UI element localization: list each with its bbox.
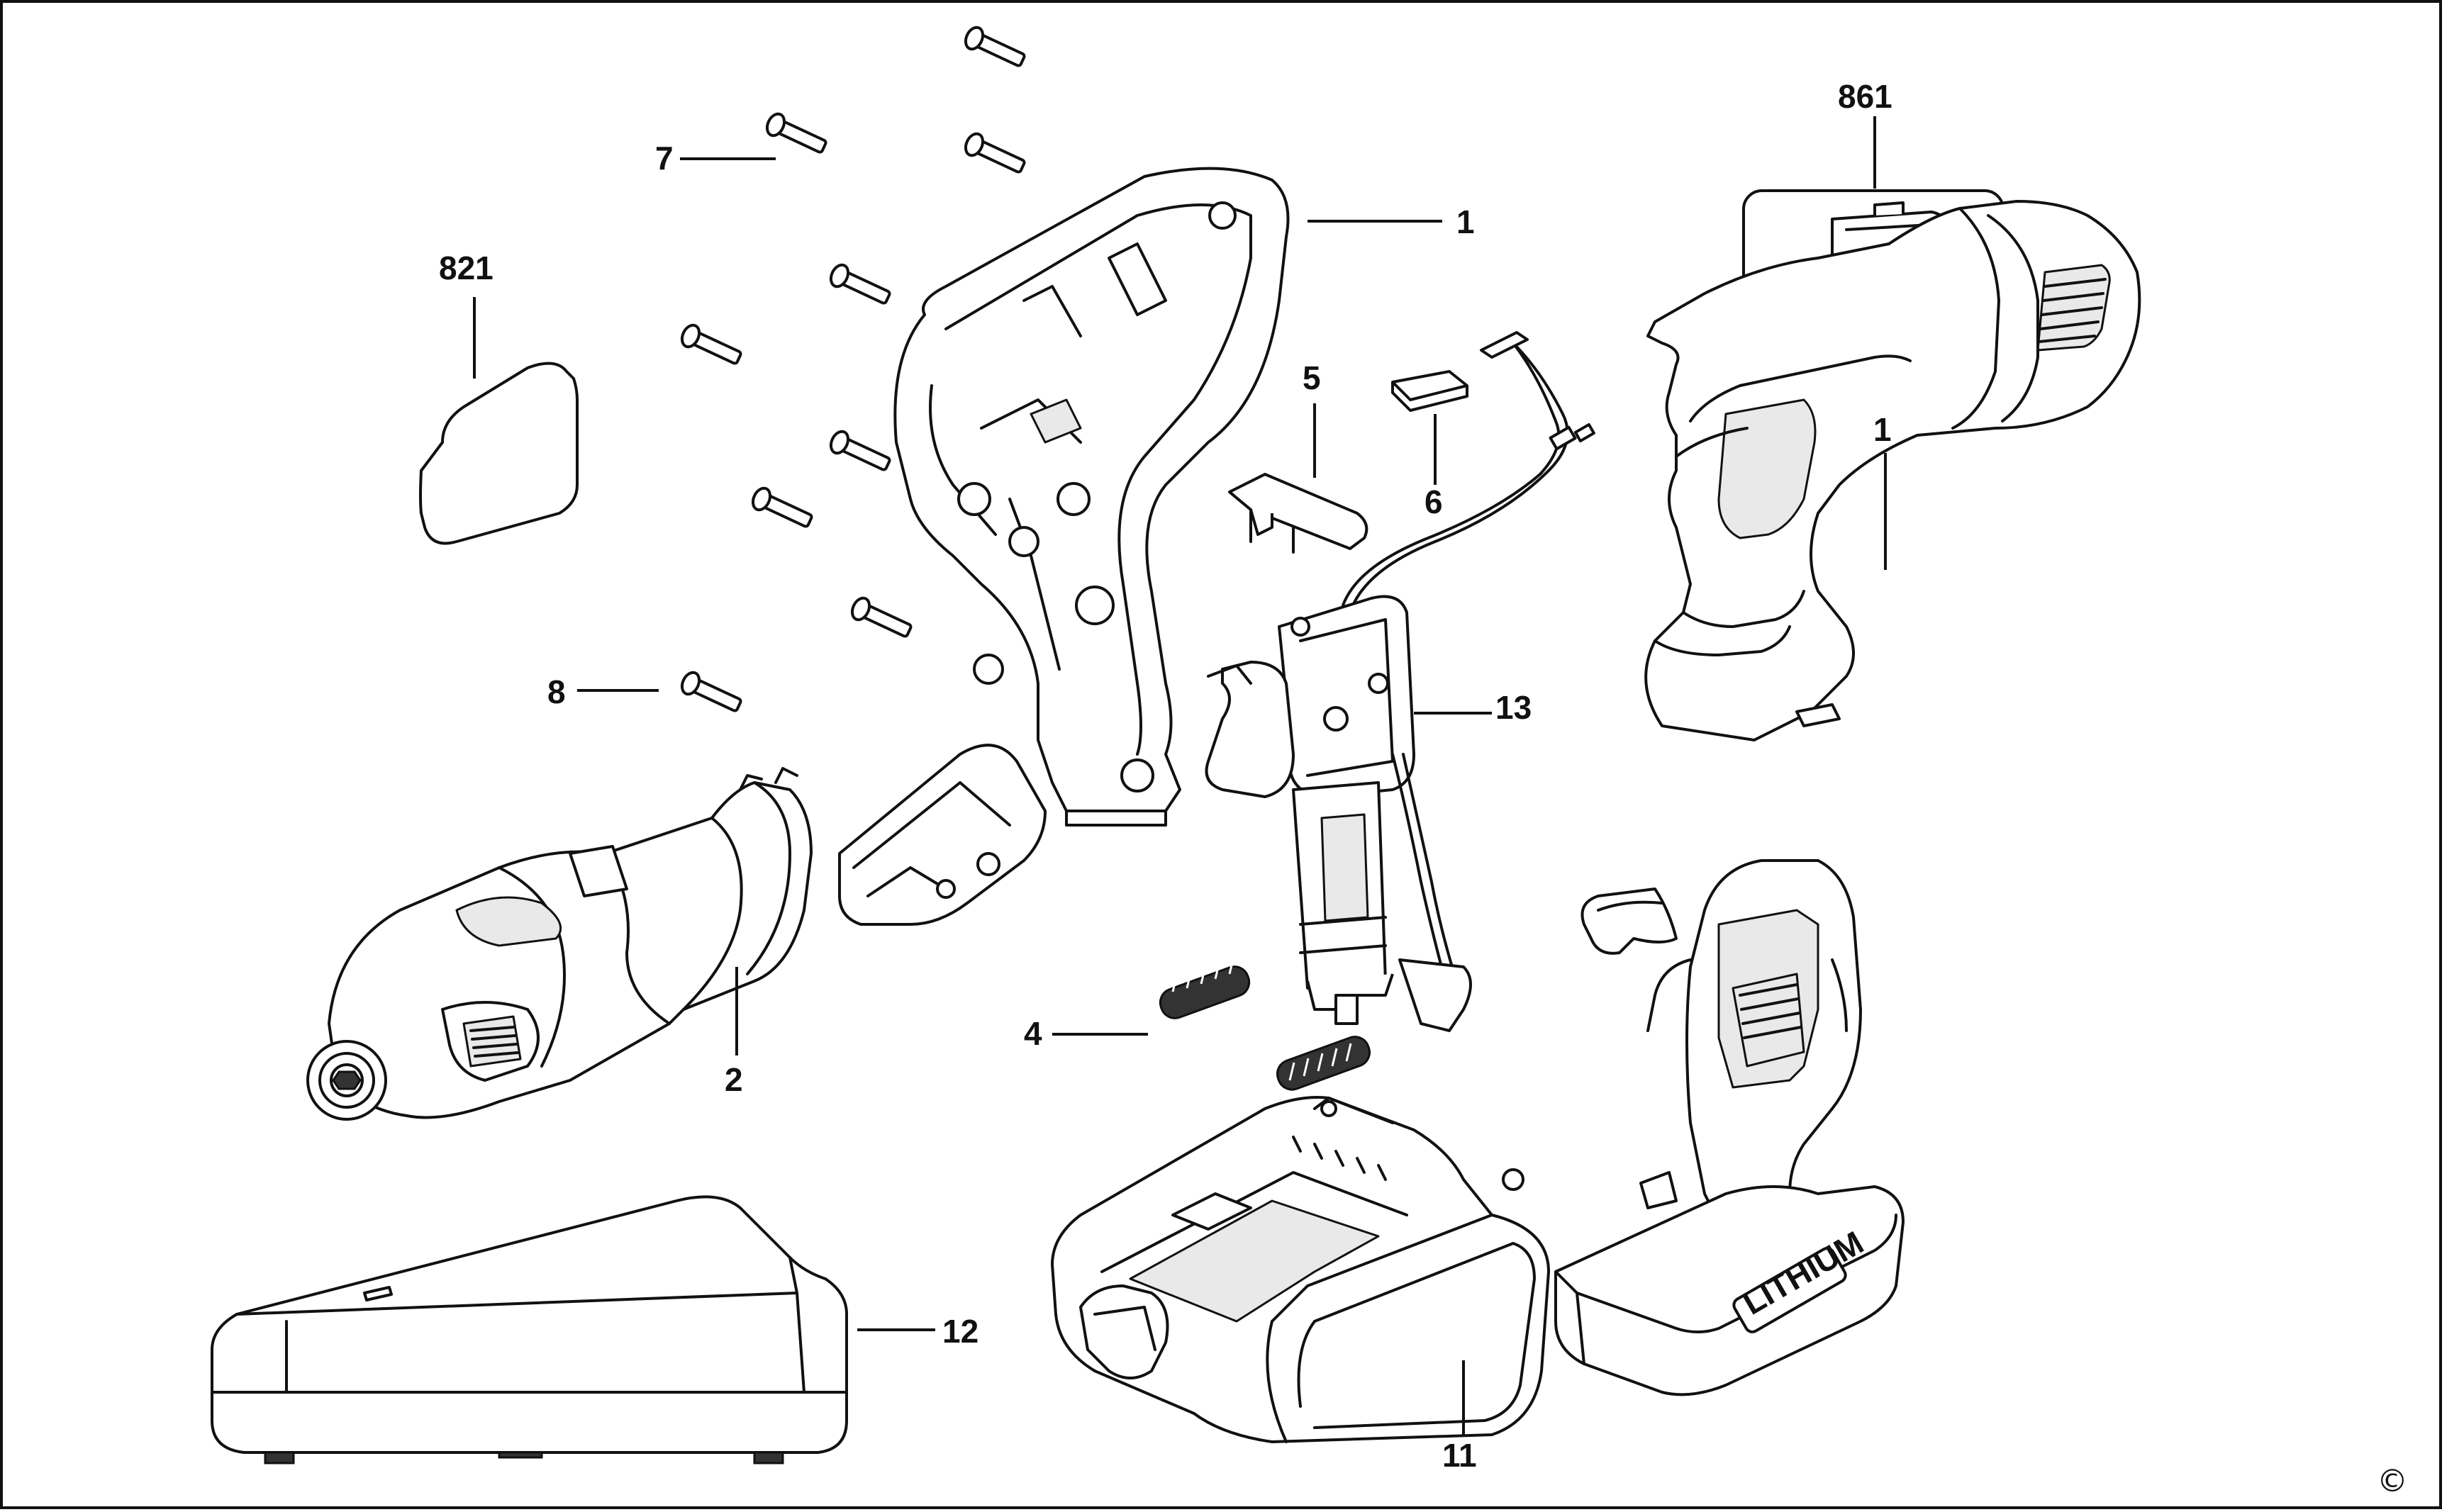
switch-slider xyxy=(1228,473,1368,554)
wire-lead xyxy=(1334,342,1569,642)
callout-13: 13 xyxy=(1495,689,1532,726)
spring-2 xyxy=(1276,1036,1371,1091)
spring-1 xyxy=(1159,956,1251,1019)
screw-8 xyxy=(850,596,913,638)
callout-11: 11 xyxy=(1442,1437,1477,1474)
callout-8: 8 xyxy=(547,673,566,710)
exploded-view-drawing: LITHIUM xyxy=(211,26,2408,1499)
leader-lines xyxy=(473,116,1887,1435)
screw-6 xyxy=(829,430,891,471)
lithium-badge xyxy=(1732,1247,1847,1333)
screw-4 xyxy=(829,263,891,305)
label-plate xyxy=(419,362,579,545)
screw-1 xyxy=(964,26,1026,67)
callout-5: 5 xyxy=(1303,359,1321,396)
callout-6: 6 xyxy=(1424,483,1443,520)
callout-12: 12 xyxy=(942,1313,979,1350)
motor-gearbox-unit xyxy=(306,767,813,1121)
screw-9 xyxy=(680,671,742,712)
screw-group xyxy=(680,26,1026,712)
switch-assembly xyxy=(1205,595,1472,1032)
callout-861: 861 xyxy=(1838,78,1892,115)
housing-half xyxy=(838,167,1290,926)
callout-2: 2 xyxy=(725,1061,743,1098)
copyright-symbol: © xyxy=(2377,1463,2408,1499)
callout-821: 821 xyxy=(439,250,494,286)
screw-5 xyxy=(680,323,742,365)
callout-1a: 1 xyxy=(1456,203,1475,240)
charger xyxy=(211,1195,848,1465)
screw-3 xyxy=(765,112,827,154)
callout-7: 7 xyxy=(655,140,674,177)
battery-pack xyxy=(1051,1096,1550,1443)
callout-1b: 1 xyxy=(1873,411,1892,448)
small-plate xyxy=(1391,370,1468,412)
screw-2 xyxy=(964,132,1026,174)
callout-4: 4 xyxy=(1024,1015,1042,1052)
housing-assembled: LITHIUM xyxy=(1554,200,2141,1396)
screw-7 xyxy=(751,486,813,528)
callout-labels: 821 7 1 5 6 861 1 8 13 2 4 12 11 © xyxy=(439,78,2408,1499)
